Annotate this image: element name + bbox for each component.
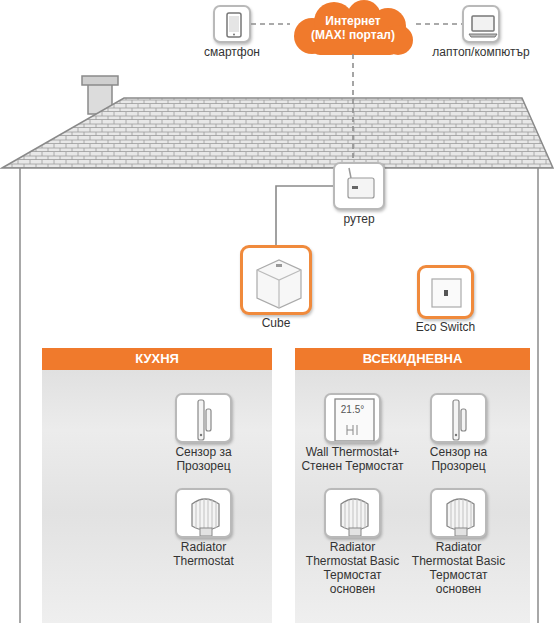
device-icon xyxy=(243,248,309,312)
display-reading: 21.5° xyxy=(341,404,364,415)
device-label: Сензор за Прозорец xyxy=(164,445,244,473)
device-icon xyxy=(464,7,498,41)
radiator-thermostat-node: Radiator Thermostat Basic Термостат осно… xyxy=(324,488,381,538)
radiator-thermostat-node: Radiator Thermostat xyxy=(175,488,232,538)
device-label: рутер xyxy=(329,212,389,226)
device-icon xyxy=(326,490,379,536)
device-label: Wall Thermostat+ Стенен Термостат xyxy=(301,445,405,473)
room-heading: ВСЕКИДНЕВНА xyxy=(295,348,530,370)
laptop-node: лаптоп/компютър xyxy=(462,5,500,43)
wall-thermostat-node: 21.5°Wall Thermostat+ Стенен Термостат xyxy=(324,393,381,443)
room-band: КУХНЯ Сензор за ПрозорецRadiator Thermost… xyxy=(42,348,272,623)
device-icon xyxy=(177,395,230,441)
device-icon xyxy=(432,490,485,536)
dashed-link xyxy=(416,23,462,25)
eco-switch-node: Eco Switch xyxy=(417,265,474,319)
dashed-link xyxy=(251,23,290,25)
house-wall xyxy=(20,166,538,623)
device-icon xyxy=(326,395,379,441)
cable-link xyxy=(276,186,333,245)
smartphone-node: смартфон xyxy=(213,5,251,43)
device-label: Eco Switch xyxy=(401,320,491,334)
window-sensor-node: Сензор на Прозорец xyxy=(430,393,487,443)
roof xyxy=(2,98,553,168)
cloud-node: Интернет (MAX! портал) xyxy=(290,0,416,56)
device-label: смартфон xyxy=(187,45,277,59)
device-label: Сензор на Прозорец xyxy=(419,445,499,473)
device-label: Radiator Thermostat Basic Термостат осно… xyxy=(407,540,511,596)
device-icon xyxy=(215,7,249,41)
window-sensor-node: Сензор за Прозорец xyxy=(175,393,232,443)
device-label: лаптоп/компютър xyxy=(421,45,541,59)
device-icon xyxy=(335,164,383,208)
device-icon xyxy=(177,490,230,536)
room-band: ВСЕКИДНЕВНА21.5°Wall Thermostat+ Стенен … xyxy=(295,348,530,623)
device-label: Radiator Thermostat xyxy=(159,540,249,568)
device-icon xyxy=(432,395,485,441)
cube-node: Cube xyxy=(240,245,312,315)
router-node: рутер xyxy=(333,162,385,210)
room-heading: КУХНЯ xyxy=(42,348,272,370)
chimney-cap xyxy=(82,76,118,85)
radiator-thermostat-node: Radiator Thermostat Basic Термостат осно… xyxy=(430,488,487,538)
device-label: Radiator Thermostat Basic Термостат осно… xyxy=(301,540,405,596)
device-label: Cube xyxy=(246,316,306,330)
cloud-label: Интернет (MAX! портал) xyxy=(310,14,396,42)
dashed-link xyxy=(352,54,354,162)
device-icon xyxy=(420,268,471,316)
